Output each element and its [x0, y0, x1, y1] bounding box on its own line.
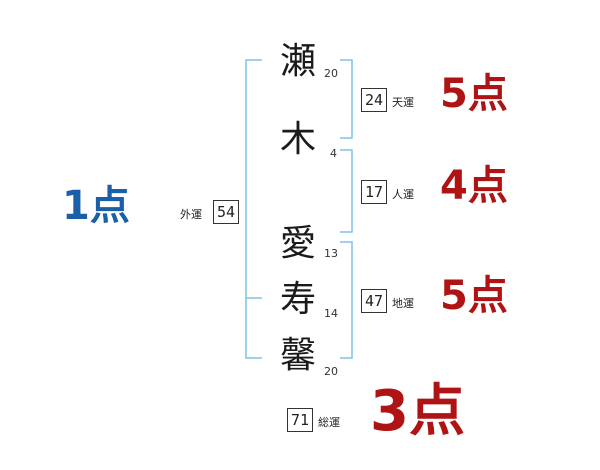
name-char-5: 馨: [279, 335, 316, 376]
stroke-count-1: 20: [324, 67, 338, 80]
stroke-count-4: 14: [324, 307, 338, 320]
tenkaku-value-box: 24: [361, 88, 387, 112]
jinkaku-label: 人運: [392, 188, 414, 201]
tenkaku-bracket: [340, 59, 353, 139]
name-char-4: 寿: [279, 279, 316, 320]
chikaku-label: 地運: [392, 297, 414, 310]
jinkaku-value-box: 17: [361, 180, 387, 204]
chikaku-bracket: [340, 241, 353, 359]
chikaku-value-box: 47: [361, 289, 387, 313]
outer-bracket: [245, 59, 262, 359]
name-char-2: 木: [279, 119, 316, 160]
soukaku-value-box: 71: [287, 408, 313, 432]
tenkaku-score: 5点: [440, 71, 508, 117]
gaikaku-value-box: 54: [213, 200, 239, 224]
jinkaku-score: 4点: [440, 163, 508, 209]
stroke-count-2: 4: [330, 147, 337, 160]
name-char-3: 愛: [279, 223, 316, 264]
gaikaku-label: 外運: [180, 208, 202, 221]
gaikaku-score: 1点: [62, 183, 130, 229]
jinkaku-bracket: [340, 149, 353, 233]
stroke-count-5: 20: [324, 365, 338, 378]
name-char-1: 瀬: [279, 41, 316, 82]
tenkaku-label: 天運: [392, 96, 414, 109]
soukaku-score: 3点: [370, 379, 465, 444]
soukaku-label: 総運: [318, 416, 340, 429]
chikaku-score: 5点: [440, 273, 508, 319]
stroke-count-3: 13: [324, 247, 338, 260]
